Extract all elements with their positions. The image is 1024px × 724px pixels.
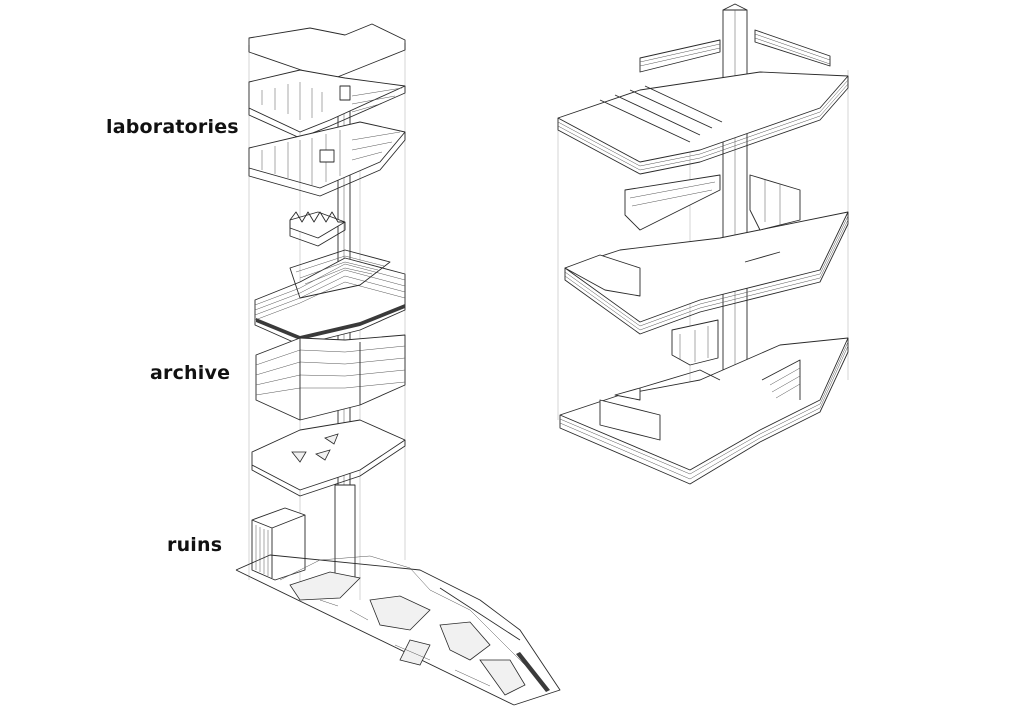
- truss-box: [289, 211, 346, 247]
- right-enlarged-axonometric: [557, 3, 849, 485]
- right-bottom-floor: [559, 319, 849, 485]
- right-middle-floor: [564, 174, 849, 335]
- label-archive: archive: [150, 362, 231, 384]
- laboratory-floor-lower: [248, 121, 406, 197]
- archive-lower-volume: [255, 334, 406, 421]
- label-ruins: ruins: [167, 534, 223, 556]
- laboratory-floor-upper: [248, 69, 406, 139]
- roof-plate: [248, 23, 406, 81]
- right-top-floor: [557, 29, 849, 175]
- ruins-site-plan: [235, 554, 561, 706]
- left-exploded-axonometric: [235, 23, 561, 706]
- right-core-shaft: [722, 3, 748, 401]
- label-laboratories: laboratories: [106, 116, 239, 138]
- ruins-block: [251, 484, 356, 581]
- archive-upper-stack: [254, 249, 406, 346]
- ground-plate: [251, 419, 406, 497]
